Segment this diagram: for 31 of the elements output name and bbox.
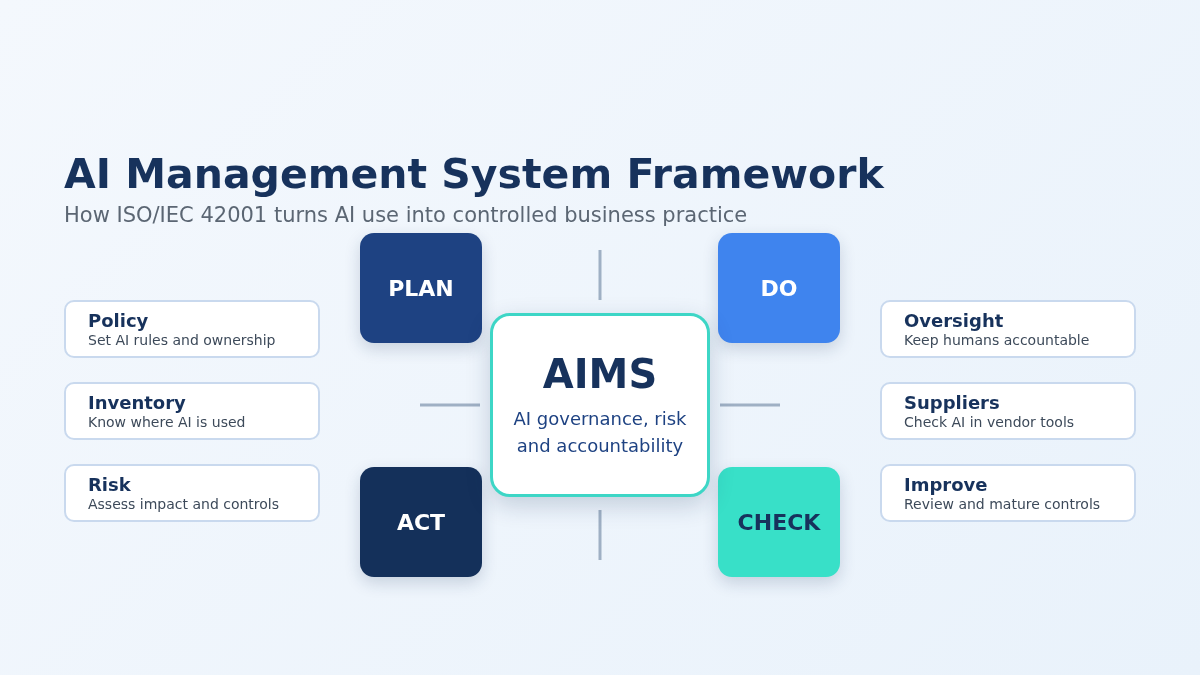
heading: Risk bbox=[88, 474, 132, 495]
heading: Oversight bbox=[904, 310, 1005, 331]
heading: Policy bbox=[88, 310, 150, 331]
heading: AIMS bbox=[542, 351, 658, 397]
info-card bbox=[64, 382, 320, 440]
phase-label: ACT bbox=[396, 509, 446, 535]
phase-box bbox=[718, 233, 840, 343]
phase-label: CHECK bbox=[737, 509, 821, 535]
phase-label: DO bbox=[760, 275, 798, 301]
info-card bbox=[880, 300, 1136, 358]
subtitle: How ISO/IEC 42001 turns AI use into controlled business practice bbox=[64, 203, 748, 227]
phase-label: PLAN bbox=[388, 275, 454, 301]
description: Assess impact and controls bbox=[88, 496, 281, 512]
center-box bbox=[490, 313, 710, 497]
phase-box bbox=[360, 467, 482, 577]
phase-box bbox=[360, 233, 482, 343]
description: Review and mature controls bbox=[904, 496, 1102, 512]
description: Keep humans accountable bbox=[904, 332, 1091, 348]
phase-box bbox=[718, 467, 840, 577]
info-card bbox=[880, 382, 1136, 440]
heading: Suppliers bbox=[904, 392, 1001, 413]
heading: Improve bbox=[904, 474, 989, 495]
description: AI governance, risk and accountability bbox=[512, 407, 688, 458]
info-card bbox=[64, 464, 320, 522]
info-card bbox=[880, 464, 1136, 522]
info-card bbox=[64, 300, 320, 358]
description: Know where AI is used bbox=[88, 414, 247, 430]
description: Set AI rules and ownership bbox=[88, 332, 277, 348]
description: Check AI in vendor tools bbox=[904, 414, 1076, 430]
title: AI Management System Framework bbox=[64, 150, 884, 198]
heading: Inventory bbox=[88, 392, 187, 413]
